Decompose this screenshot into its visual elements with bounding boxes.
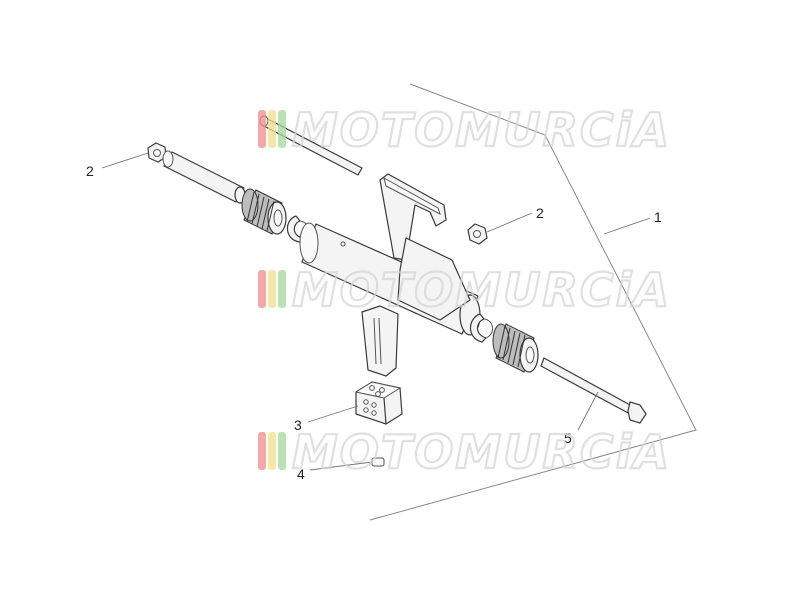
leader-4	[309, 461, 373, 471]
leader-2-left	[101, 152, 149, 169]
roller-left	[241, 188, 287, 235]
roller-right	[492, 323, 539, 373]
assembly-frame-outline	[369, 83, 697, 521]
rubber-block	[354, 381, 403, 425]
watermark-middle: MOTOMURCiA	[258, 262, 671, 318]
long-bolt	[540, 357, 647, 424]
circlip-right	[469, 313, 493, 343]
callout-4: 4	[297, 466, 305, 482]
callout-5: 5	[564, 430, 572, 446]
swing-arm-body	[299, 173, 481, 377]
callout-2-right: 2	[536, 205, 544, 221]
leader-5	[577, 391, 599, 431]
watermark-text: MOTOMURCiA	[292, 425, 671, 479]
leader-2-right	[486, 212, 533, 233]
nut-right	[467, 223, 488, 245]
callout-2-left: 2	[86, 163, 94, 179]
leader-3	[307, 405, 359, 423]
watermark-text: MOTOMURCiA	[292, 103, 671, 157]
callout-3: 3	[294, 417, 302, 433]
sleeve-tube-left	[162, 150, 246, 204]
watermark-bottom: MOTOMURCiA	[258, 424, 671, 480]
watermark-top: MOTOMURCiA	[258, 102, 671, 158]
watermark-text: MOTOMURCiA	[292, 263, 671, 317]
leader-1	[603, 217, 651, 235]
callout-1: 1	[654, 209, 662, 225]
nut-left	[147, 142, 167, 163]
